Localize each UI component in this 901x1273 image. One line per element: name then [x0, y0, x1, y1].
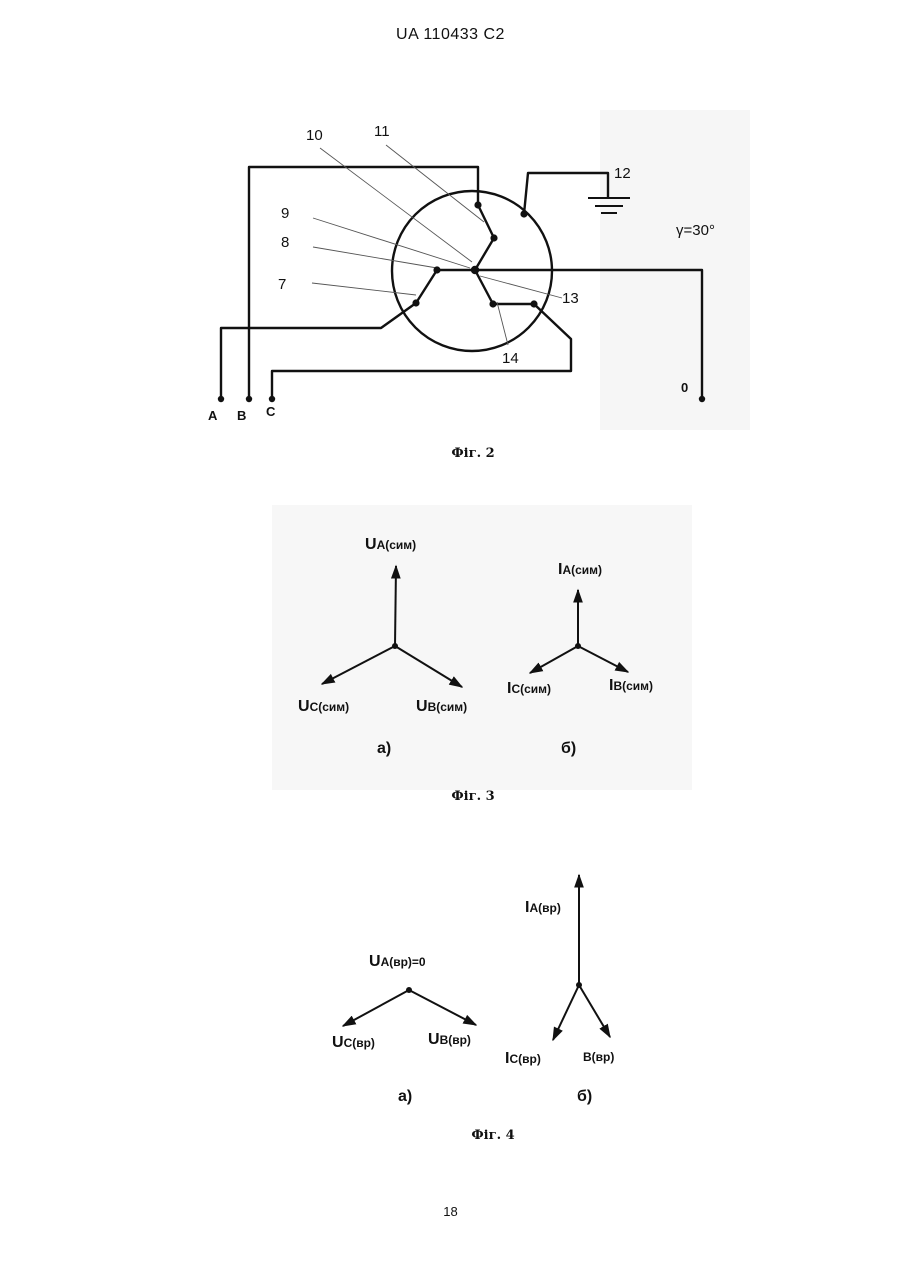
page-number: 18	[0, 1204, 901, 1219]
fig4a-label-ub: UB(вр)	[428, 1031, 471, 1049]
fig3b-vector-ib	[578, 646, 628, 672]
fig4b-label-ic: IC(вр)	[505, 1050, 541, 1068]
fig4a-label-ua: UA(вр)=0	[369, 953, 426, 971]
fig3b-label-ia: IA(сим)	[558, 561, 602, 579]
fig3a-panel-label: а)	[377, 740, 391, 758]
fig4b-label-ia: IA(вр)	[525, 899, 561, 917]
figure-4-caption: Фіг. 4	[443, 1128, 543, 1143]
fig3b-origin	[575, 643, 581, 649]
fig4b-panel-label: б)	[577, 1088, 592, 1106]
fig3b-label-ic: IC(сим)	[507, 680, 551, 698]
fig3b-vector-ic	[530, 646, 578, 673]
fig3a-label-uc: UC(сим)	[298, 698, 349, 716]
fig3a-vector-uc	[322, 646, 395, 684]
fig4a-origin	[406, 987, 412, 993]
fig3a-vector-ua	[395, 566, 396, 646]
fig4a-panel-label: а)	[398, 1088, 412, 1106]
fig3a-vector-ub	[395, 646, 462, 687]
fig4b-origin	[576, 982, 582, 988]
fig4a-vector-ub	[409, 990, 476, 1025]
fig3a-origin	[392, 643, 398, 649]
figure-3-caption: Фіг. 3	[423, 789, 523, 804]
fig4b-vector-ib	[579, 985, 610, 1037]
fig4a-label-uc: UC(вр)	[332, 1034, 375, 1052]
fig3b-label-ib: IB(сим)	[609, 677, 653, 695]
fig4b-vector-ic	[553, 985, 579, 1040]
fig3b-panel-label: б)	[561, 740, 576, 758]
fig3a-label-ua: UA(сим)	[365, 536, 416, 554]
fig3a-label-ub: UB(сим)	[416, 698, 467, 716]
fig4b-label-ib: B(вр)	[583, 1048, 614, 1066]
fig4a-vector-uc	[343, 990, 409, 1026]
